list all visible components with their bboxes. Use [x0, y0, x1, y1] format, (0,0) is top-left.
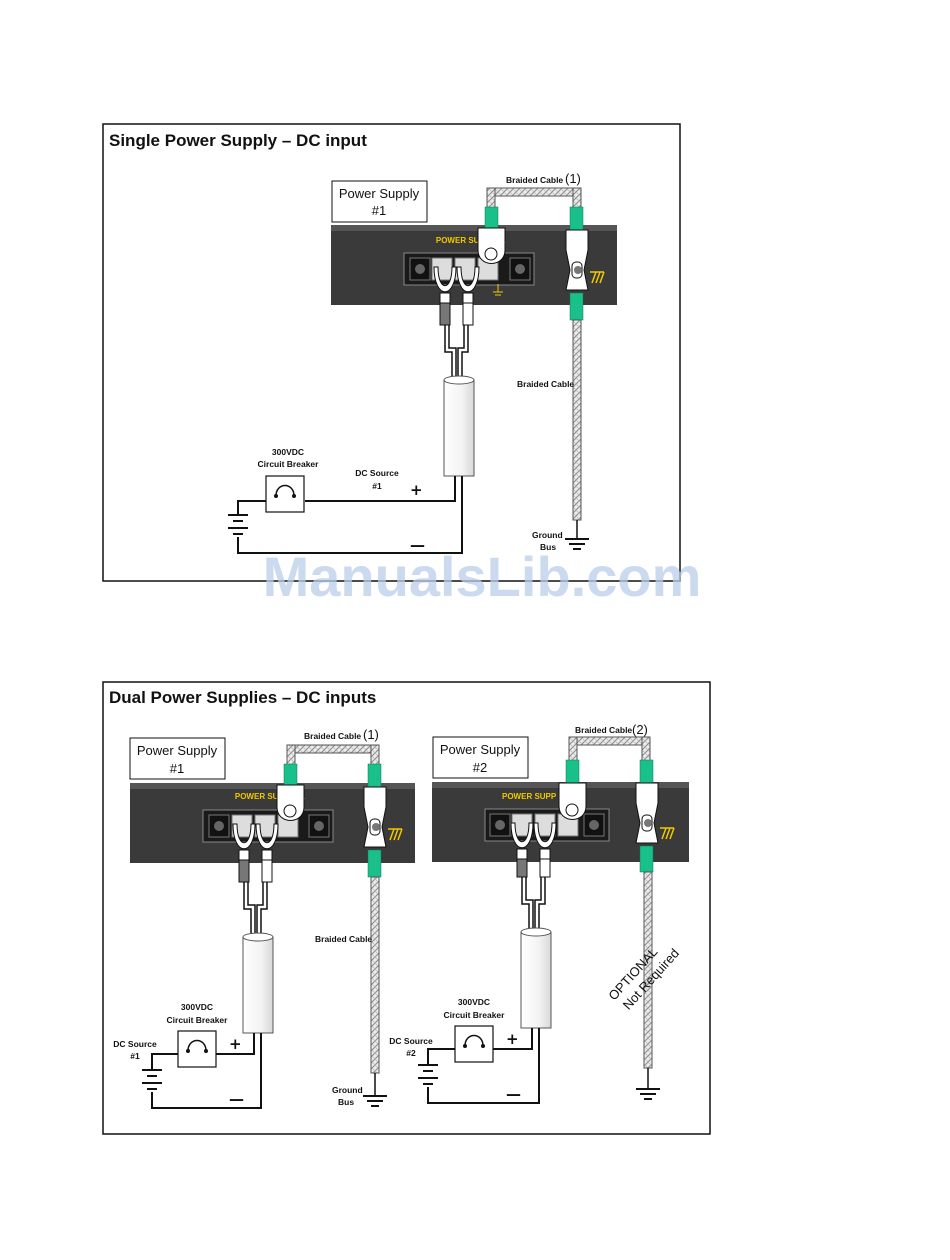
dc-source-label-2: #1 — [372, 481, 382, 491]
negative-sign: — — [410, 536, 425, 554]
breaker-1-label-2: Circuit Breaker — [167, 1015, 229, 1025]
chassis-ground-lug-2 — [635, 759, 659, 873]
negative-sign-2: — — [506, 1085, 521, 1103]
circuit-breaker-2 — [454, 1025, 494, 1063]
battery-2-icon — [418, 1064, 438, 1085]
battery-icon — [228, 514, 248, 535]
cable-sheath-2 — [520, 927, 552, 1029]
chassis-ground-1-icon — [388, 828, 403, 841]
power-supply-1-number: #1 — [170, 761, 184, 776]
braided-cable-ground — [572, 319, 582, 521]
negative-sign-1: — — [229, 1090, 244, 1108]
dc-source-1-label-1: DC Source — [113, 1039, 157, 1049]
dc-source-2-label-1: DC Source — [389, 1036, 433, 1046]
ground-bus-label-1: Ground — [532, 530, 563, 540]
diagram-frame — [102, 123, 681, 582]
wire-positive-2 — [493, 1028, 533, 1050]
ground-bus-icon-2 — [363, 1095, 387, 1107]
wire-positive — [305, 476, 456, 502]
breaker-2-label-2: Circuit Breaker — [444, 1010, 506, 1020]
chassis-ground-icon — [590, 271, 605, 284]
braided-cable-top-1 — [289, 744, 379, 754]
braided-cable-ground-1 — [370, 876, 380, 1074]
braided-cable-top-number: (1) — [565, 171, 581, 186]
braided-cable-top — [489, 187, 581, 197]
panel-top-edge — [331, 225, 617, 231]
dc-source-label-1: DC Source — [355, 468, 399, 478]
braided-cable-top-1-label: Braided Cable — [304, 731, 361, 741]
wire-positive-1 — [216, 1033, 255, 1055]
wire-positive-upper — [461, 325, 469, 380]
wire-negative-1 — [151, 1033, 262, 1109]
chassis-ground-lug — [565, 206, 589, 321]
panel-label: POWER SUPPLY 1 — [436, 236, 507, 245]
braided-cable-top-2-number: (2) — [632, 722, 648, 737]
battery-1-icon — [142, 1069, 162, 1090]
wire-negative-2 — [427, 1028, 540, 1104]
panel-1-label: POWER SUPPLY 1 — [235, 792, 306, 801]
diagram-frame-2 — [102, 681, 711, 1135]
breaker-2-label-1: 300VDC — [458, 997, 490, 1007]
ground-lug-terminal-2 — [558, 759, 587, 820]
power-supply-2-number: #2 — [473, 760, 487, 775]
wire-negative-upper — [444, 325, 453, 380]
ground-bus-icon — [565, 538, 589, 550]
power-lug-positive — [456, 266, 480, 326]
braided-cable-side-label-2: Braided Cable — [315, 934, 372, 944]
chassis-ground-2-icon — [660, 827, 675, 840]
positive-sign-1: + — [229, 1035, 242, 1053]
power-lug-2-negative — [510, 822, 534, 878]
braided-cable-side-label: Braided Cable — [517, 379, 574, 389]
power-supply-2-label: Power Supply — [440, 742, 521, 757]
dc-source-2-label-2: #2 — [406, 1048, 416, 1058]
chassis-ground-lug-1 — [363, 763, 387, 878]
positive-sign: + — [410, 481, 423, 499]
ground-bus-2-label-2: Bus — [338, 1097, 354, 1107]
diagram-title: Single Power Supply – DC input — [109, 131, 367, 150]
power-supply-label: Power Supply — [339, 186, 420, 201]
circuit-breaker — [265, 475, 305, 513]
power-supply-1-label-box — [129, 737, 226, 780]
breaker-label-1: 300VDC — [272, 447, 304, 457]
positive-sign-2: + — [506, 1030, 519, 1048]
ground-bus-label-2: Bus — [540, 542, 556, 552]
ground-bus-2-label-1: Ground — [332, 1085, 363, 1095]
ground-lug-terminal — [477, 206, 506, 264]
ground-lug-terminal-1 — [276, 763, 305, 821]
watermark: ManualsLib.com — [263, 545, 702, 608]
ground-symbol-icon — [493, 284, 503, 296]
braided-cable-top-2 — [572, 736, 650, 746]
breaker-label-2: Circuit Breaker — [258, 459, 320, 469]
cable-sheath — [443, 375, 475, 477]
dual-supply-diagram: Dual Power Supplies – DC inputs Power Su… — [102, 681, 711, 1135]
diagram-title-2: Dual Power Supplies – DC inputs — [109, 688, 376, 707]
breaker-1-label-1: 300VDC — [181, 1002, 213, 1012]
terminal-block-1 — [202, 809, 334, 843]
power-supply-number: #1 — [372, 203, 386, 218]
ground-2-icon — [636, 1088, 660, 1100]
power-supply-label-box — [331, 180, 428, 223]
wire-negative — [237, 476, 463, 554]
braided-cable-top-2-label: Braided Cable — [575, 725, 632, 735]
cable-sheath-1 — [242, 932, 274, 1034]
dc-source-1-label-2: #1 — [130, 1051, 140, 1061]
braided-cable-top-1-number: (1) — [363, 727, 379, 742]
terminal-block — [403, 252, 535, 286]
power-supply-1-label: Power Supply — [137, 743, 218, 758]
panel-2-label: POWER SUPP — [502, 792, 557, 801]
braided-cable-top-label: Braided Cable — [506, 175, 563, 185]
single-supply-diagram: Single Power Supply – DC input Power Sup… — [102, 123, 681, 582]
circuit-breaker-1 — [177, 1030, 217, 1068]
terminal-block-2 — [484, 808, 610, 842]
power-supply-2-label-box — [432, 736, 529, 779]
